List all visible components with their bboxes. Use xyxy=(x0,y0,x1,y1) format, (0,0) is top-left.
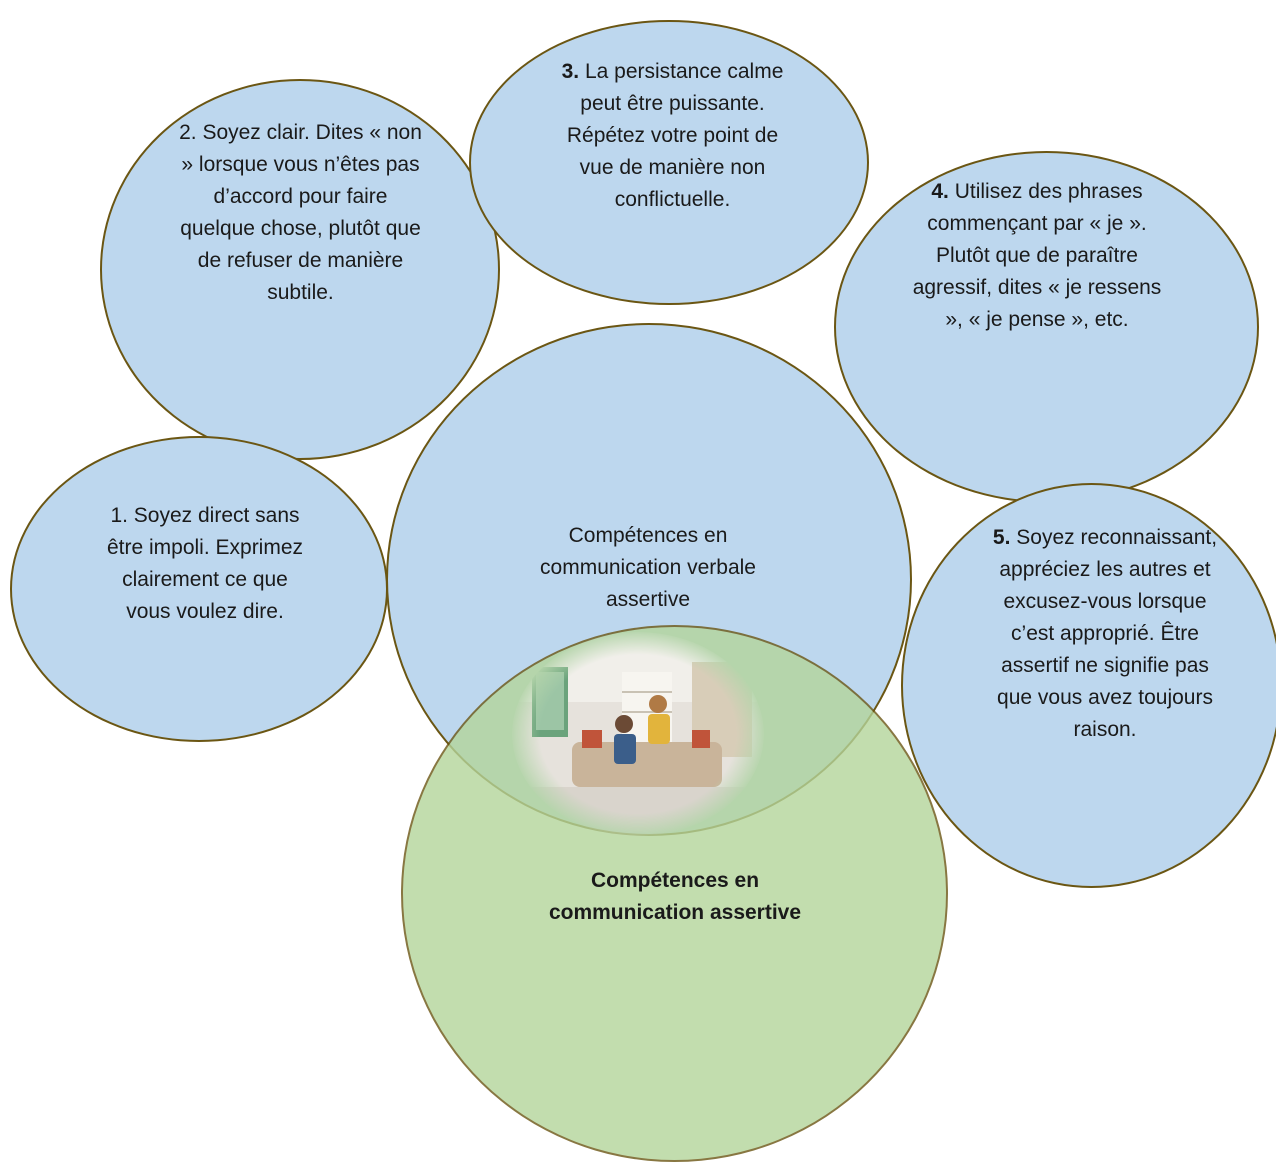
couple-on-sofa-image xyxy=(512,632,764,836)
center-bottom-label: Compétences en communication assertive xyxy=(548,869,802,924)
tip-bubble-5 xyxy=(901,483,1276,888)
tip-bubble-4 xyxy=(834,151,1259,503)
tip-3-number: 3. xyxy=(561,60,580,83)
tip-5-text: 5. Soyez reconnaissant, appréciez les au… xyxy=(992,526,1218,741)
tip-5-number: 5. xyxy=(992,526,1011,549)
center-top-label: Compétences en communication verbale ass… xyxy=(540,524,756,611)
tip-4-number: 4. xyxy=(931,180,949,203)
tip-bubble-1 xyxy=(10,436,388,742)
tip-bubble-3 xyxy=(469,20,869,305)
tip-2-text: 2. Soyez clair. Dites « non » lorsque vo… xyxy=(179,121,422,304)
tip-3-text: 3. La persistance calme peut être puissa… xyxy=(561,60,784,211)
living-room-photo xyxy=(512,632,764,836)
tip-4-text: 4. Utilisez des phrases commençant par «… xyxy=(912,180,1162,331)
tip-bubble-2 xyxy=(100,79,500,460)
tip-1-text: 1. Soyez direct sans être impoli. Exprim… xyxy=(106,504,304,623)
